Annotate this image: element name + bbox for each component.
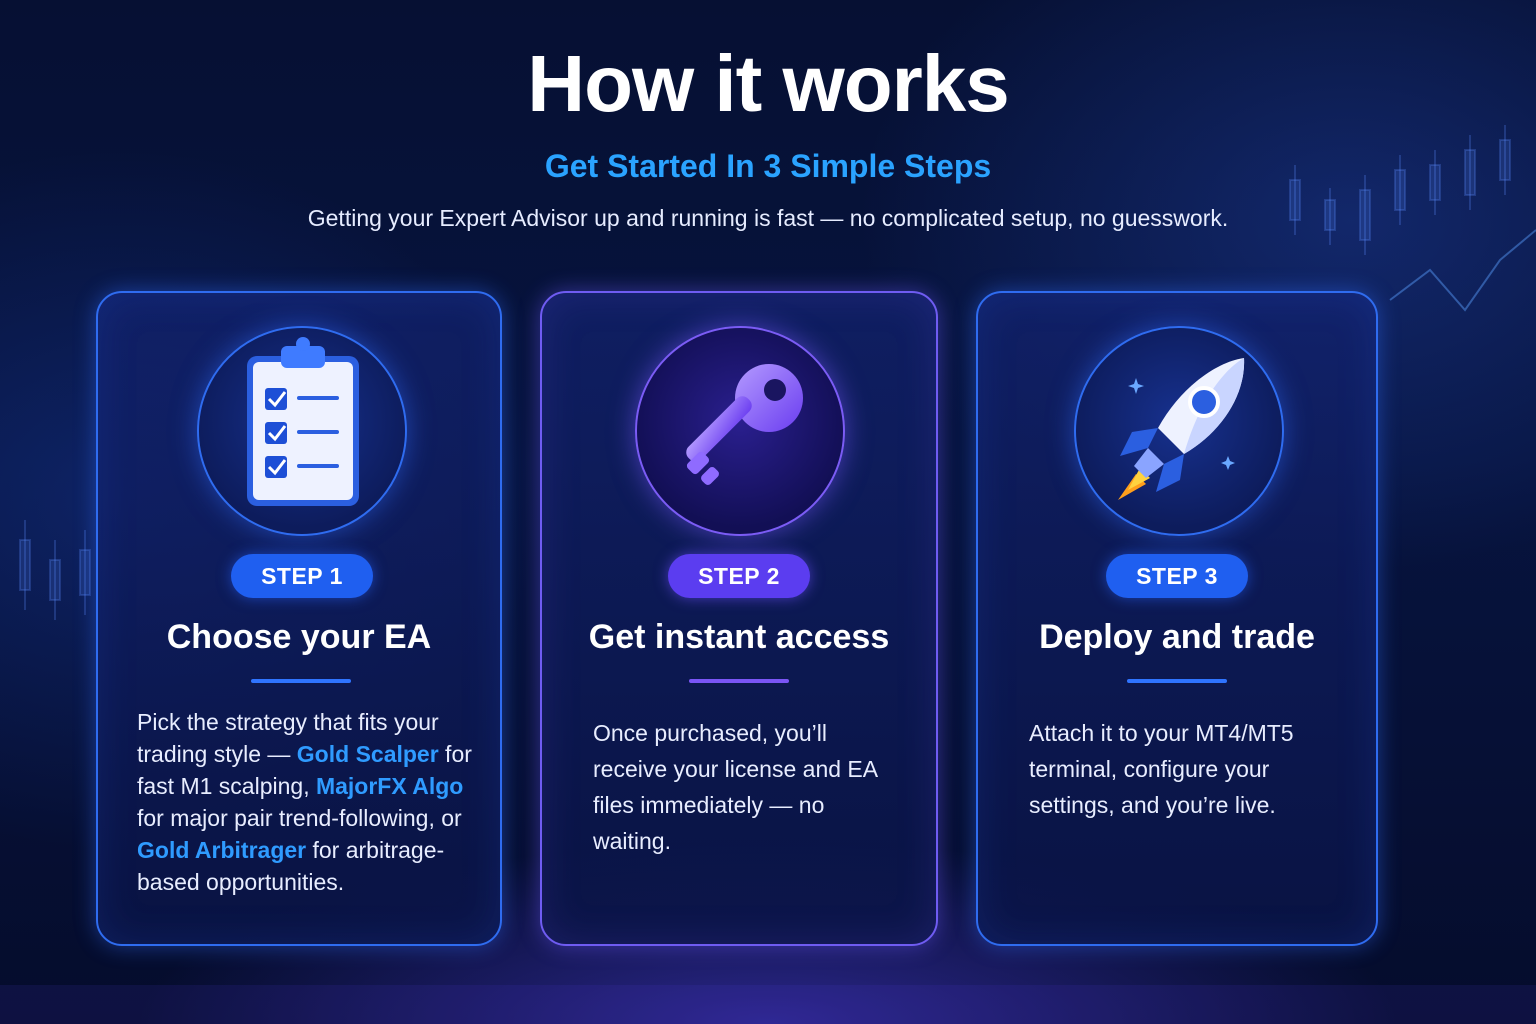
step-card-3: STEP 3 Deploy and trade Attach it to you… <box>976 291 1378 946</box>
step-divider-1 <box>251 679 351 683</box>
body-text: for arbitrage-based opportunities. <box>137 837 445 895</box>
step-title-2: Get instant access <box>588 618 890 656</box>
rocket-icon <box>1074 326 1284 536</box>
step-badge-2: STEP 2 <box>668 554 810 598</box>
step-body-1: Pick the strategy that fits your trading… <box>137 706 477 898</box>
step-card-2: STEP 2 Get instant access Once purchased… <box>540 291 938 946</box>
step-badge-3: STEP 3 <box>1106 554 1248 598</box>
page-subtitle: Get Started In 3 Simple Steps <box>544 148 992 184</box>
step-divider-3 <box>1127 679 1227 683</box>
body-text: for fast M1 scalping, <box>137 741 472 799</box>
step-divider-2 <box>689 679 789 683</box>
gold-arbitrager-link[interactable]: Gold Arbitrager <box>137 837 307 863</box>
step-body-2: Once purchased, you’ll receive your lice… <box>593 720 877 854</box>
key-icon <box>635 326 845 536</box>
page-description: Getting your Expert Advisor up and runni… <box>307 205 1229 231</box>
body-text: for major pair trend-following, or <box>137 805 462 831</box>
step-title-3: Deploy and trade <box>1039 618 1315 656</box>
step-badge-1: STEP 1 <box>231 554 373 598</box>
page-title: How it works <box>527 39 1009 128</box>
gold-scalper-link[interactable]: Gold Scalper <box>296 741 439 767</box>
step-title-1: Choose your EA <box>166 618 432 656</box>
body-text: Pick the strategy that fits your trading… <box>137 709 439 767</box>
majorfx-algo-link[interactable]: MajorFX Algo <box>315 773 464 799</box>
step-card-1: STEP 1 Choose your EA Pick the strategy … <box>96 291 502 946</box>
clipboard-checklist-icon <box>197 326 407 536</box>
step-body-3: Attach it to your MT4/MT5 terminal, conf… <box>1029 720 1294 818</box>
